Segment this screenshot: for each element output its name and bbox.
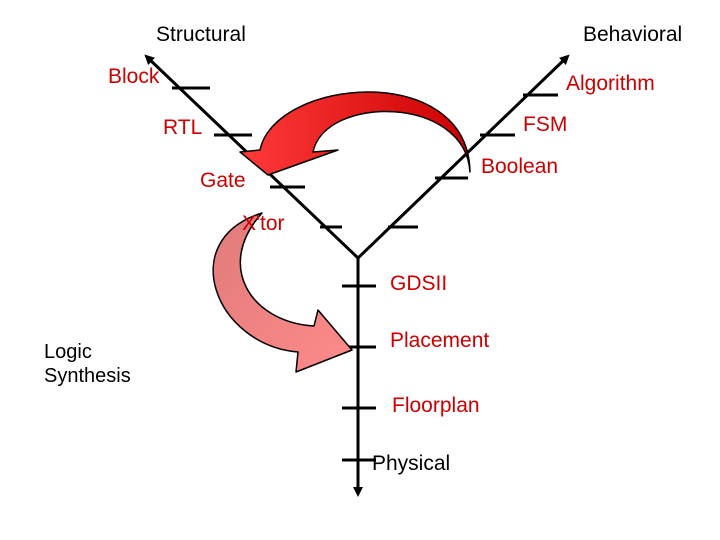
behavioral-axis (356, 54, 570, 260)
level-fsm: FSM (523, 113, 568, 136)
logic-synthesis-line-2: Synthesis (44, 365, 131, 387)
logic-synthesis-line-1: Logic (44, 341, 92, 363)
behavioral-domain-label: Behavioral (583, 23, 683, 46)
tick-marks (172, 86, 558, 462)
logic-synthesis-label: Logic Synthesis (44, 340, 131, 388)
level-rtl: RTL (163, 116, 203, 139)
level-xtor: X'tor (242, 212, 285, 235)
level-boolean: Boolean (481, 155, 559, 178)
synthesis-arrow-bottom (212, 212, 353, 373)
level-gate: Gate (200, 169, 246, 192)
structural-domain-label: Structural (156, 23, 246, 46)
level-placement: Placement (390, 329, 490, 352)
synthesis-arrow-top (239, 91, 471, 176)
level-floorplan: Floorplan (392, 394, 480, 417)
level-gdsii: GDSII (390, 272, 448, 295)
y-chart-axes (144, 54, 570, 497)
level-block: Block (108, 65, 160, 88)
level-algorithm: Algorithm (566, 72, 655, 95)
physical-domain-label: Physical (372, 452, 451, 475)
